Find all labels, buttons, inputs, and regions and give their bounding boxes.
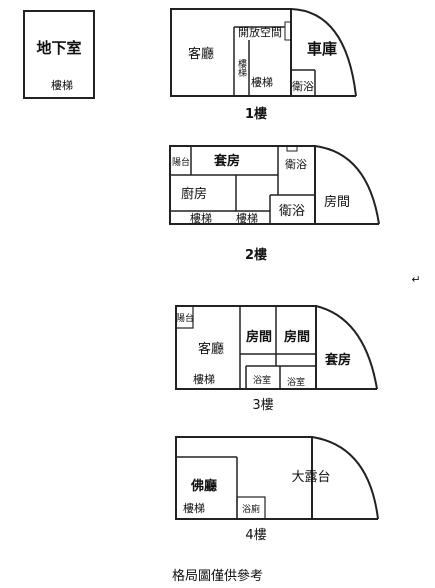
- f2-suite-label: 套房: [213, 153, 240, 169]
- f1-floor-label: 1樓: [245, 106, 267, 122]
- f4-floor-label: 4樓: [245, 528, 266, 543]
- basement-plan: [23, 10, 95, 99]
- basement-title: 地下室: [36, 39, 81, 57]
- f2-bath-top-label: 衛浴: [285, 158, 307, 171]
- f3-living-room-label: 客廳: [198, 341, 224, 357]
- f1-stairs-label: 樓梯: [251, 75, 273, 89]
- return-mark: ↵: [411, 273, 420, 286]
- f2-kitchen-label: 廚房: [181, 186, 207, 202]
- f3-balcony-label: 陽台: [176, 312, 194, 324]
- f4-terrace-label: 大露台: [291, 470, 330, 485]
- f2-stairs-left-label: 樓梯: [190, 211, 212, 225]
- f4-bath-label: 浴廁: [242, 503, 260, 515]
- f4-stairs-label: 樓梯: [183, 501, 205, 515]
- f2-bath-bottom-label: 衛浴: [279, 204, 305, 219]
- floor1-plan: [170, 8, 357, 97]
- floor4-plan: [175, 436, 379, 520]
- f3-floor-label: 3樓: [252, 398, 273, 413]
- floor2-plan: [169, 145, 380, 225]
- f3-suite-label: 套房: [324, 352, 351, 368]
- f3-bath-b-label: 浴室: [287, 376, 305, 388]
- disclaimer-caption: 格局圖僅供參考: [171, 569, 263, 584]
- f2-room-label: 房間: [324, 194, 350, 210]
- f1-open-space-label: 開放空間: [238, 25, 282, 39]
- f1-bath-label: 衛浴: [292, 80, 314, 93]
- basement-stairs-label: 樓梯: [51, 78, 73, 92]
- f3-room-b-label: 房間: [284, 329, 310, 345]
- f1-garage-label: 車庫: [307, 40, 337, 58]
- f3-bath-a-label: 浴室: [253, 374, 271, 386]
- f1-living-room-label: 客廳: [188, 46, 214, 62]
- f2-balcony-label: 陽台: [172, 156, 190, 168]
- f2-stairs-right-label: 樓梯: [236, 211, 258, 225]
- floor3-plan: [175, 305, 378, 390]
- f3-stairs-label: 樓梯: [193, 372, 215, 386]
- f3-room-a-label: 房間: [246, 329, 272, 345]
- f4-shrine-label: 佛廳: [190, 478, 217, 494]
- f2-floor-label: 2樓: [245, 247, 267, 263]
- f1-stairs-vertical-label: 樓梯: [236, 58, 247, 78]
